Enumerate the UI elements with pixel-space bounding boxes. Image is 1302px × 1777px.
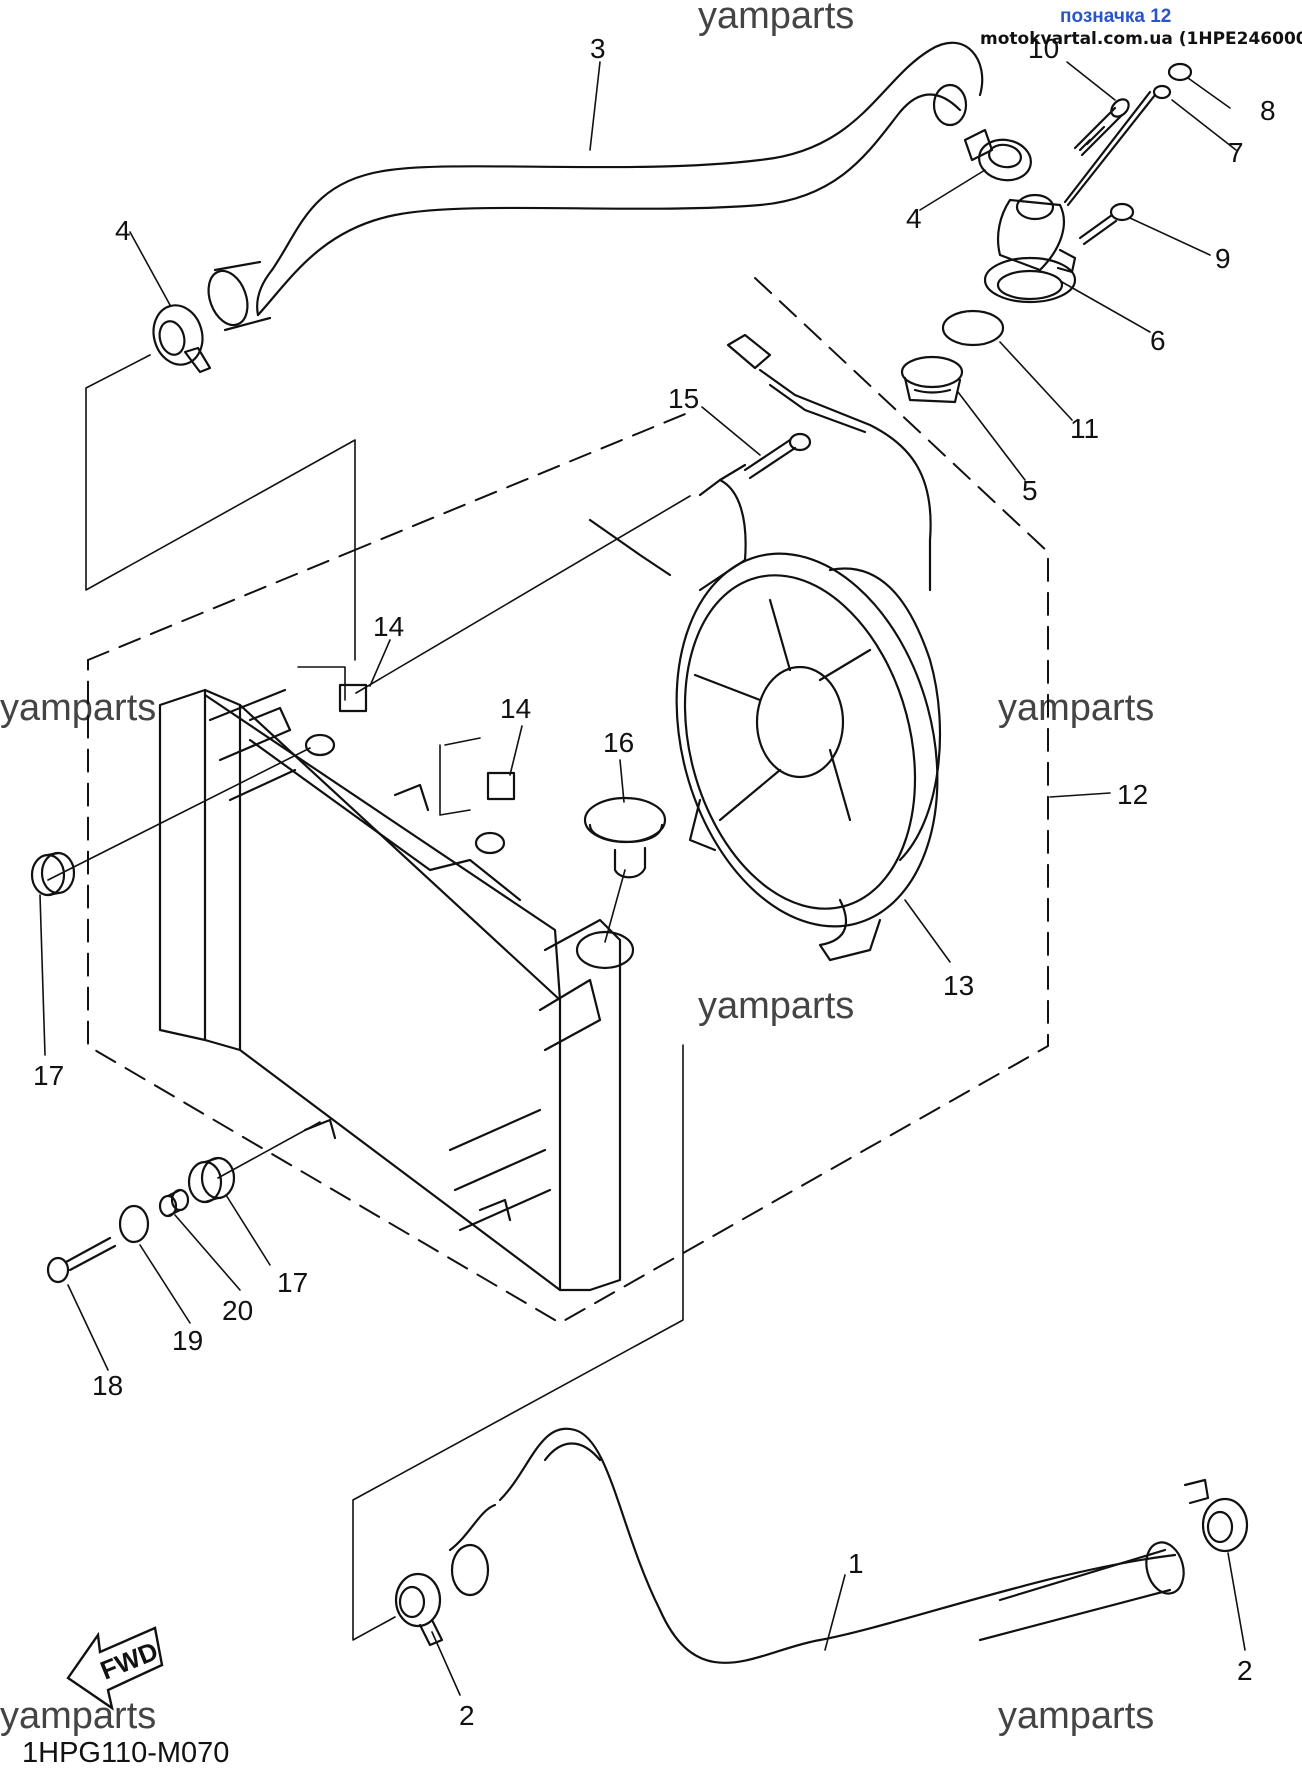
rubber-grommet [187,1156,236,1204]
callout-label: 7 [1228,137,1244,168]
diagram-code: 1HPG110-M070 [22,1737,229,1769]
watermark: yamparts [0,1695,156,1737]
o-ring [941,309,1005,347]
callout-label: 11 [1070,413,1099,444]
rubber-grommet [30,851,76,897]
connection-lines [47,354,691,1641]
source-text: motokvartal.com.ua (1HPE24600000) [980,29,1302,49]
clip [486,771,516,801]
callout-label: 2 [459,1700,475,1731]
bolt [1078,202,1135,246]
watermark: yamparts [998,1695,1154,1737]
bolt [1073,98,1130,157]
callout-label: 2 [1237,1655,1253,1686]
watermark: yamparts [698,0,854,37]
bolt [46,1236,117,1284]
collar [158,1188,190,1218]
callout-label: 20 [222,1295,253,1326]
callout-label: 19 [172,1325,203,1356]
hose-clamp [1183,1478,1249,1553]
thermostat-housing [983,193,1077,304]
hose-clamp [394,1572,444,1647]
callout-label: 17 [277,1267,308,1298]
callout-label: 12 [1117,779,1148,810]
lower-hose [448,1427,1185,1664]
callout-label: 17 [33,1060,64,1091]
callout-label: 3 [590,33,606,64]
clip [338,683,368,713]
callout-label: 6 [1150,325,1166,356]
bolt [718,432,812,482]
hose-clamp [152,304,212,374]
callout-label: 14 [500,693,531,724]
washer [118,1204,150,1244]
callout-label: 4 [906,203,922,234]
callout-label: 13 [943,970,974,1001]
upper-hose [207,41,984,332]
cooling-fan [588,478,942,962]
assembly-outline [87,277,1049,1324]
callout-label: 15 [668,383,699,414]
leader-lines [39,61,1246,1696]
callout-label: 1 [848,1548,864,1579]
tag-text: позначка 12 [1060,6,1171,27]
callout-labels: 3 10 8 7 4 9 6 4 11 15 5 14 14 16 12 17 … [33,33,1276,1731]
radiator [158,688,635,1292]
callout-label: 14 [373,611,404,642]
watermark: yamparts [698,985,854,1027]
watermark: yamparts [998,687,1154,729]
radiator-cap [583,796,667,879]
bolt [1063,62,1193,207]
fan-wire-connector [726,333,932,592]
callout-label: 18 [92,1370,123,1401]
callout-label: 16 [603,727,634,758]
callout-label: 8 [1260,95,1276,126]
callout-label: 4 [115,215,131,246]
callout-label: 10 [1028,33,1059,64]
hose-clamp [963,128,1032,182]
watermark: yamparts [0,687,156,729]
callout-label: 9 [1215,243,1231,274]
thermostat [900,355,964,404]
callout-label: 5 [1022,475,1038,506]
